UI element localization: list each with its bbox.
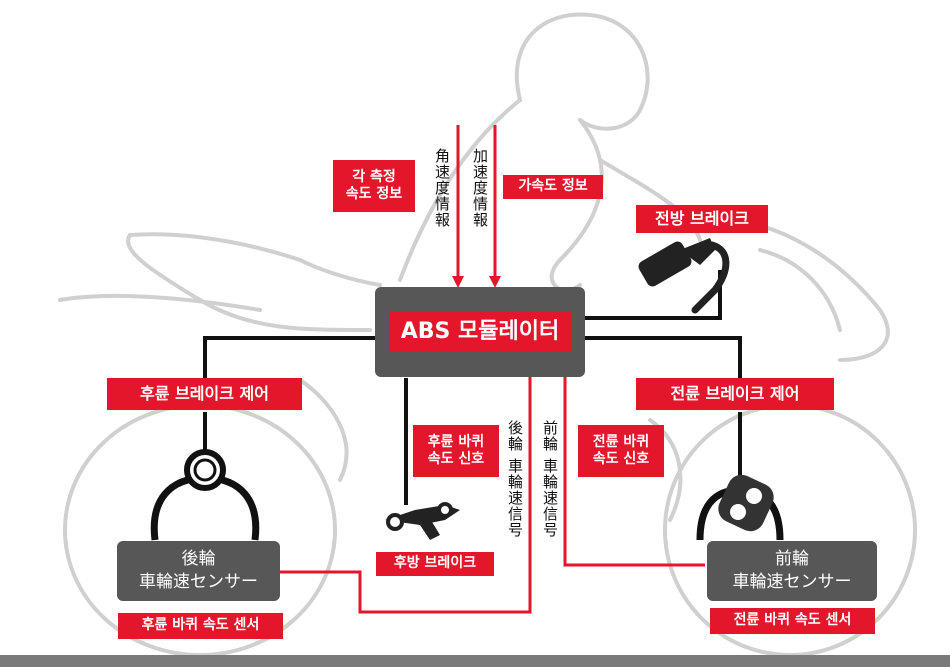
rear-sensor-caption: 후륜 바퀴 속도 센서 [118,613,283,639]
front-sensor-line2: 車輪速センサー [732,572,852,592]
rear-speed-signal-vertical: 後輪 車輪速信号 [506,420,524,538]
front-sensor-icon [696,474,784,541]
signal-lines [280,125,705,614]
front-brake-label: 전방 브레이크 [636,205,768,233]
front-sensor-line1: 前輪 [775,549,809,570]
front-brake-control-label: 전륜 브레이크 제어 [636,378,834,410]
brake-lever-icon [638,238,730,314]
rear-sensor-line1: 後輪 [181,549,216,570]
angular-speed-label: 각 측정 속도 정보 [333,160,415,212]
ground-bar [0,655,950,667]
front-speed-signal-vertical: 前輪 車輪速信号 [541,420,559,538]
rear-brake-label: 후방 브레이크 [376,552,494,576]
rear-brake-control-label: 후륜 브레이크 제어 [107,378,302,410]
rear-sensor-line2: 車輪速センサー [139,572,258,592]
angular-info-vertical: 角速度情報 [433,148,451,228]
rear-wheel-sensor-box: 後輪 車輪速センサー [117,541,280,601]
accel-info-vertical: 加速度情報 [471,148,489,228]
abs-module-box: ABS 모듈레이터 [375,287,585,377]
rear-sensor-icon [150,449,260,541]
front-sensor-caption: 전륜 바퀴 속도 센서 [710,608,875,634]
rear-wheel-signal-label: 후륜 바퀴 속도 신호 [413,425,499,477]
acceleration-label: 가속도 정보 [503,175,603,199]
rear-brake-pedal-icon [385,502,460,540]
abs-module-label: ABS 모듈레이터 [388,312,572,352]
front-wheel-signal-label: 전륜 바퀴 속도 신호 [578,425,664,477]
front-wheel-sensor-box: 前輪 車輪速センサー [707,541,877,601]
